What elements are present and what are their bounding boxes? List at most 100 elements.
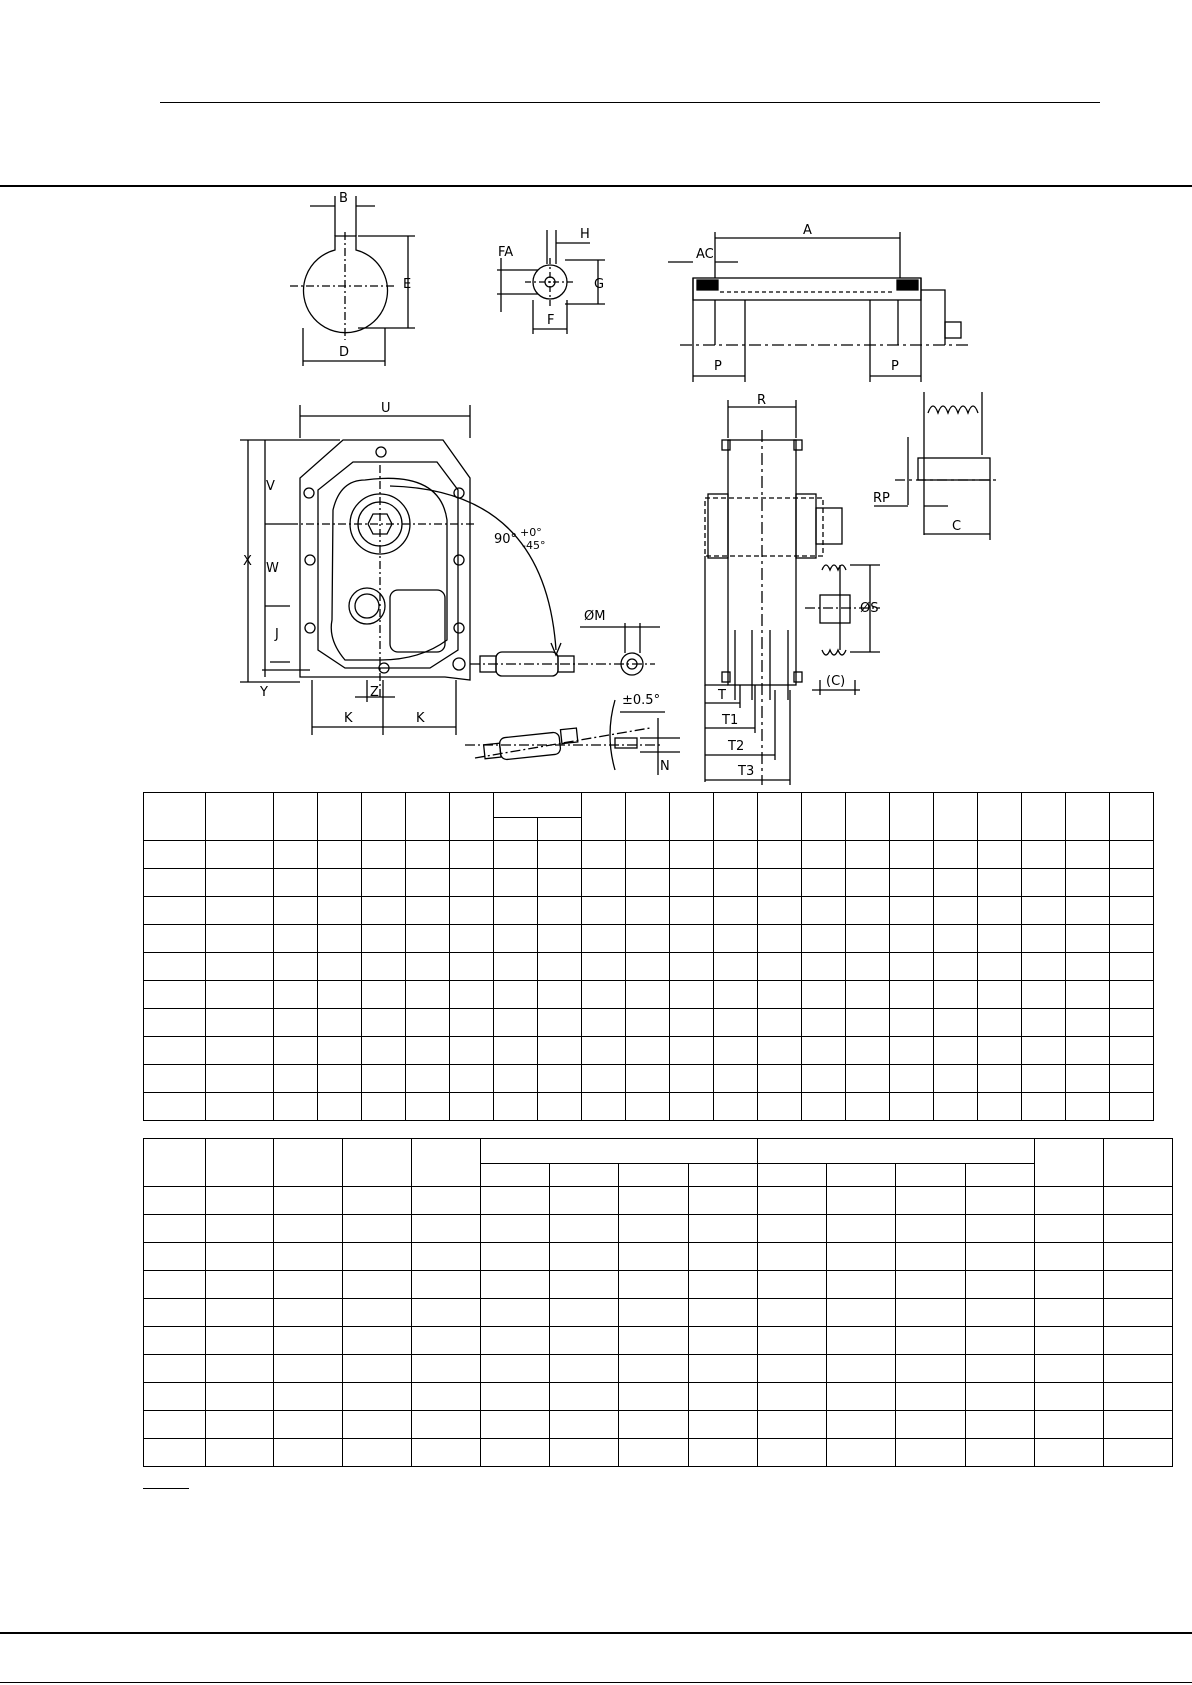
table-cell [342,1242,412,1271]
table-cell [933,840,978,869]
table-cell [1103,1354,1173,1383]
table-cell [895,1242,966,1271]
table-cell [273,1326,343,1355]
table-cell [405,924,450,953]
table-cell [411,1186,481,1215]
table-header-cell [205,1138,274,1187]
table-cell [273,1036,318,1065]
table-cell [933,896,978,925]
table-cell [143,1064,206,1093]
table-cell [1065,840,1110,869]
table-cell [581,980,626,1009]
table-cell [493,1008,538,1037]
table-cell [965,1410,1035,1439]
table-cell [143,1382,206,1411]
table-cell [845,868,890,897]
table-cell [480,1186,550,1215]
label-FA: FA [498,245,513,260]
table-cell [361,952,406,981]
table-cell [826,1214,896,1243]
table-cell [1065,924,1110,953]
table-header-cell [1109,792,1154,841]
table-cell [205,1186,274,1215]
table-cell [480,1410,550,1439]
table-cell [449,1008,494,1037]
table-header-row [143,1138,1173,1187]
table-cell [669,840,714,869]
table-header-cell [713,792,758,841]
label-Y: Y [259,685,268,700]
label-Z: Z [370,685,379,700]
table-cell [1034,1382,1104,1411]
table-cell [713,952,758,981]
table-cell [581,868,626,897]
table-header-cell [273,792,318,841]
table-cell [273,1008,318,1037]
table-header-cell [933,792,978,841]
table-cell [493,1064,538,1093]
table-cell [625,952,670,981]
table-header-row [143,792,1154,841]
table-cell [205,1270,274,1299]
table-cell [143,868,206,897]
table-subheader-cell [537,817,582,841]
table-cell [625,840,670,869]
table-cell [845,896,890,925]
table-cell [1021,868,1066,897]
table-cell [625,896,670,925]
table-cell [688,1186,758,1215]
table-cell [895,1438,966,1467]
note-underline [143,1488,189,1489]
table-header-cell [625,792,670,841]
table-cell [977,952,1022,981]
table-cell [143,896,206,925]
table-cell [895,1298,966,1327]
table-cell [757,840,802,869]
table-cell [317,1008,362,1037]
table-cell [965,1298,1035,1327]
table-cell [895,1382,966,1411]
table-cell [1021,896,1066,925]
table-cell [493,1092,538,1121]
table-cell [581,1092,626,1121]
table-cell [493,840,538,869]
table-cell [757,1008,802,1037]
table-subheader-cell [826,1163,896,1187]
table-row [143,1214,1173,1243]
table-cell [1103,1270,1173,1299]
dimension-labels: B E D H FA G F A AC P P U V X W J Y Z K … [243,191,961,779]
table-cell [977,868,1022,897]
table-header-cell [405,792,450,841]
table-cell [895,1186,966,1215]
table-cell [801,840,846,869]
label-U: U [381,401,391,416]
table-cell [933,1092,978,1121]
table-cell [757,1298,827,1327]
shaft-end-detail [497,230,605,334]
table-cell [537,868,582,897]
table-cell [1109,868,1154,897]
table-cell [1065,980,1110,1009]
table-cell [317,896,362,925]
table-cell [449,980,494,1009]
table-cell [549,1410,619,1439]
table-cell [449,896,494,925]
table-subheader-cell [688,1163,758,1187]
table-cell [143,1326,206,1355]
table-cell [143,1008,206,1037]
table-cell [965,1270,1035,1299]
table-cell [1021,1008,1066,1037]
table-cell [537,1064,582,1093]
table-cell [688,1214,758,1243]
table-cell [801,1092,846,1121]
table-group-header [480,1138,758,1164]
table-cell [205,1298,274,1327]
label-V: V [266,479,275,494]
table-cell [1065,1008,1110,1037]
table-cell [625,1008,670,1037]
table-cell [361,1092,406,1121]
table-row [143,1092,1154,1121]
table-cell [449,924,494,953]
table-cell [405,1036,450,1065]
table-cell [361,840,406,869]
